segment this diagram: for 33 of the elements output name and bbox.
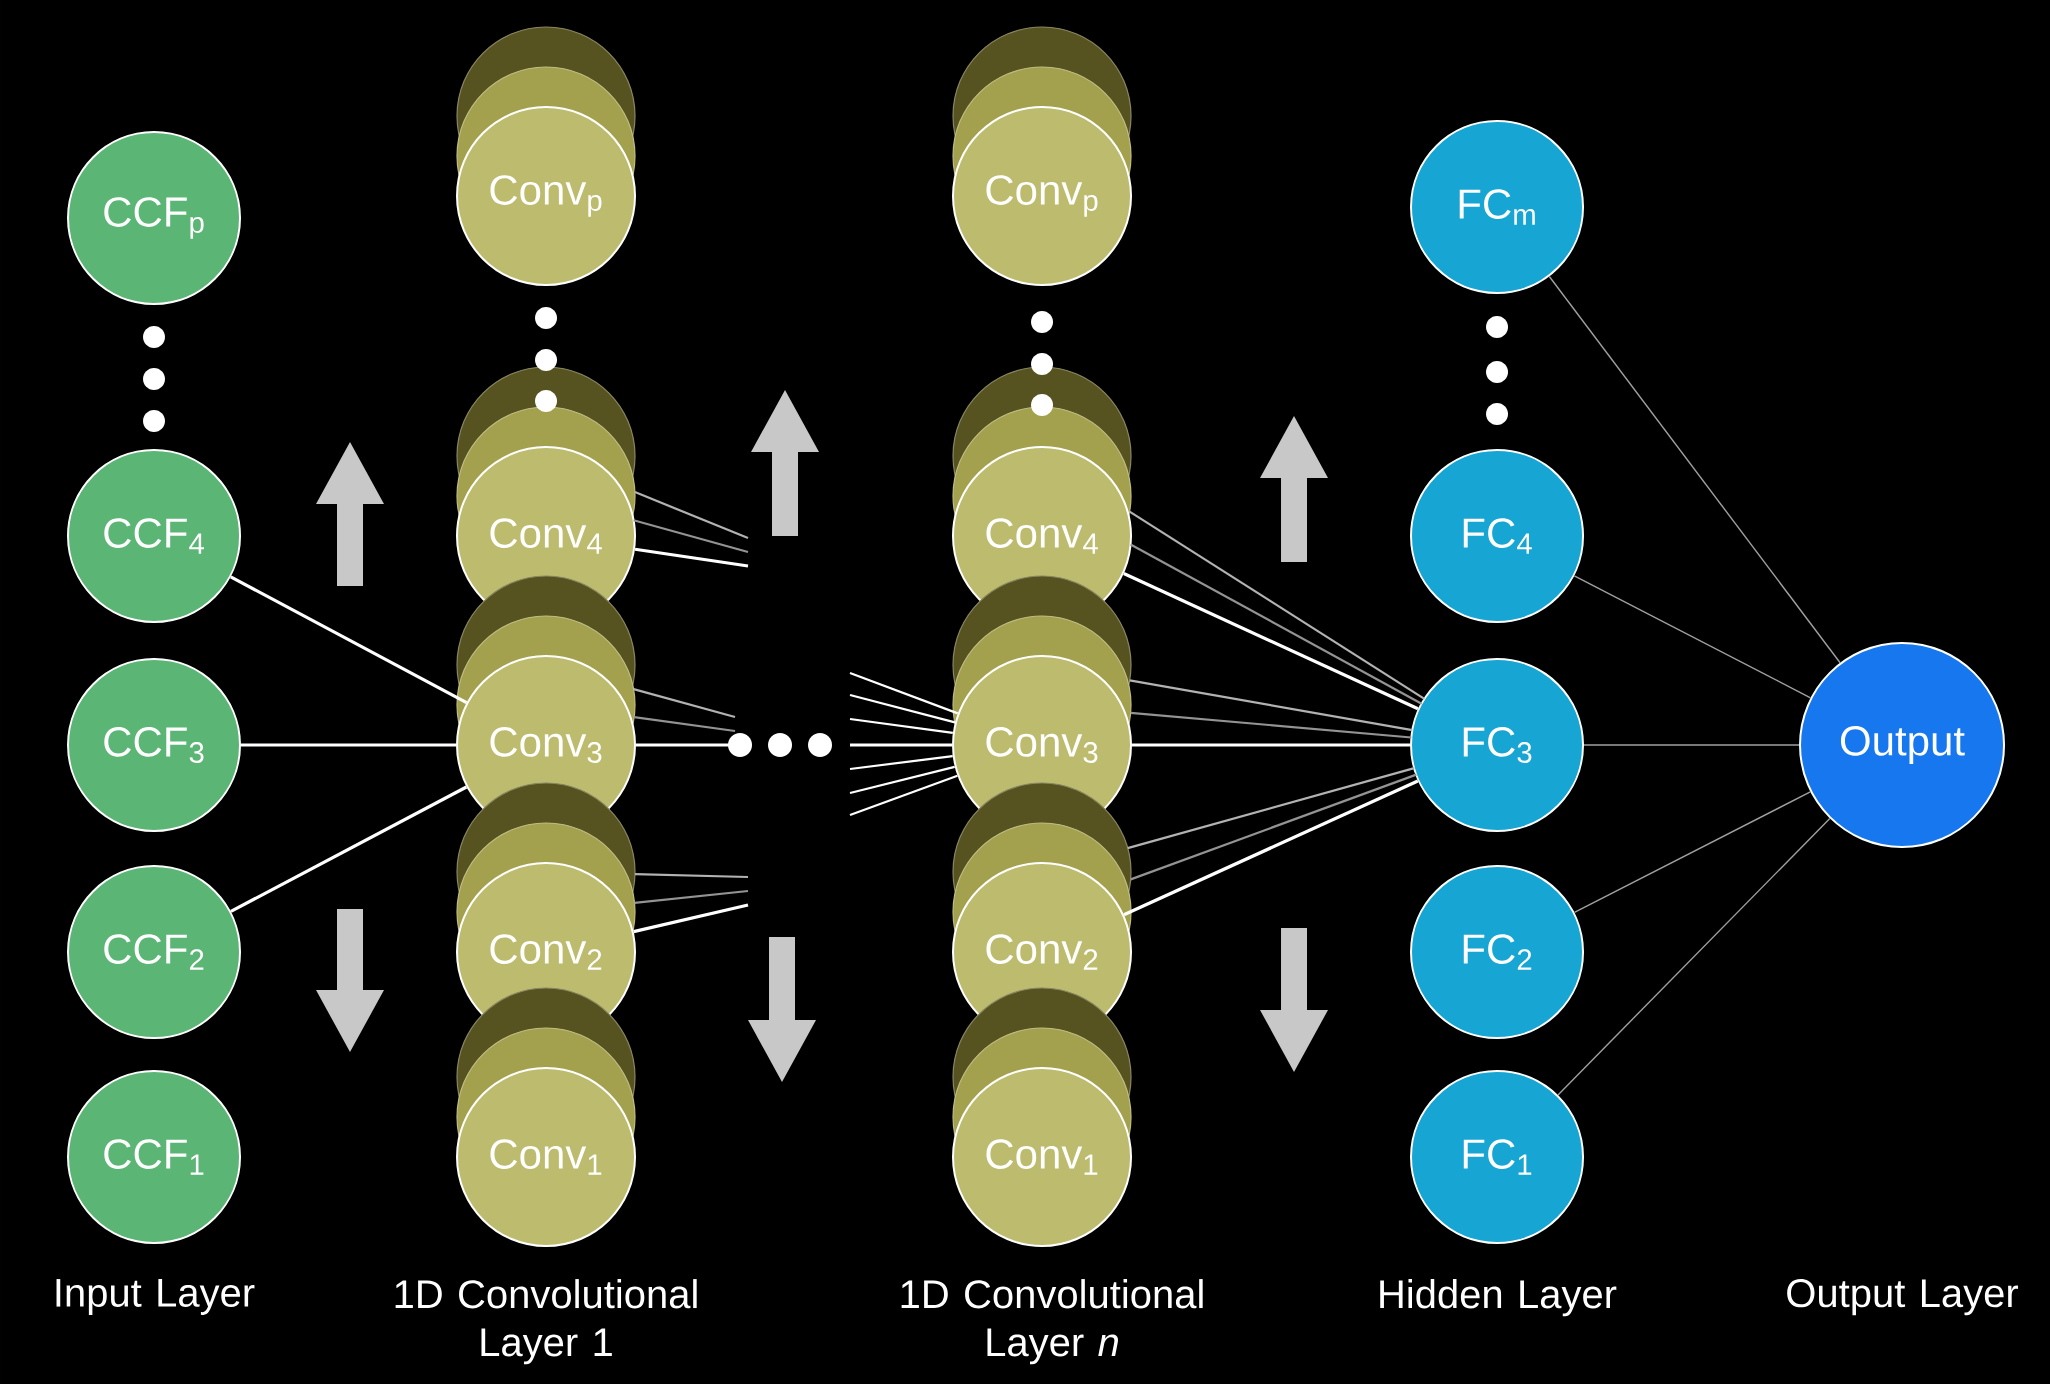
conv-neuron-stack: Conv$_{1}$ [952, 987, 1132, 1247]
connection-line [1123, 767, 1419, 917]
connection-line [241, 743, 456, 747]
connection-line [1573, 791, 1811, 914]
connection-line [1129, 679, 1413, 747]
output-neuron: Output [1799, 642, 2005, 848]
input-neuron: CCF$_{3}$ [67, 658, 241, 832]
connection-line [633, 688, 736, 747]
input-neuron: CCF$_{1}$ [67, 1070, 241, 1244]
connection-line [1123, 510, 1425, 711]
conv-neuron-stack: Conv$_{p}$ [456, 26, 636, 286]
connection-line [1583, 744, 1800, 746]
hidden-neuron: FC$_{m}$ [1410, 120, 1584, 294]
layer-label: Output Layer [1787, 1279, 2019, 1316]
input-neuron: CCF$_{4}$ [67, 449, 241, 623]
connection-line [1573, 575, 1812, 699]
connection-line [633, 491, 749, 568]
connection-line [1548, 275, 1841, 664]
hidden-neuron: FC$_{1}$ [1410, 1070, 1584, 1244]
conv-neuron-stack: Conv$_{p}$ [952, 26, 1132, 286]
layer-label: 1D Convolutional Layer n [901, 1279, 1203, 1365]
connection-line [849, 671, 959, 817]
layer-label: 1D Convolutional Layer 1 [395, 1279, 697, 1365]
input-neuron: CCF$_{p}$ [67, 131, 241, 305]
hidden-neuron: FC$_{4}$ [1410, 449, 1584, 623]
connection-line [1557, 817, 1831, 1096]
hidden-neuron: FC$_{3}$ [1410, 658, 1584, 832]
input-neuron: CCF$_{2}$ [67, 865, 241, 1039]
conv-neuron-stack: Conv$_{1}$ [456, 987, 636, 1247]
connection-line [230, 575, 468, 705]
connection-line [230, 785, 468, 913]
hidden-neuron: FC$_{2}$ [1410, 865, 1584, 1039]
connection-line [633, 873, 749, 934]
